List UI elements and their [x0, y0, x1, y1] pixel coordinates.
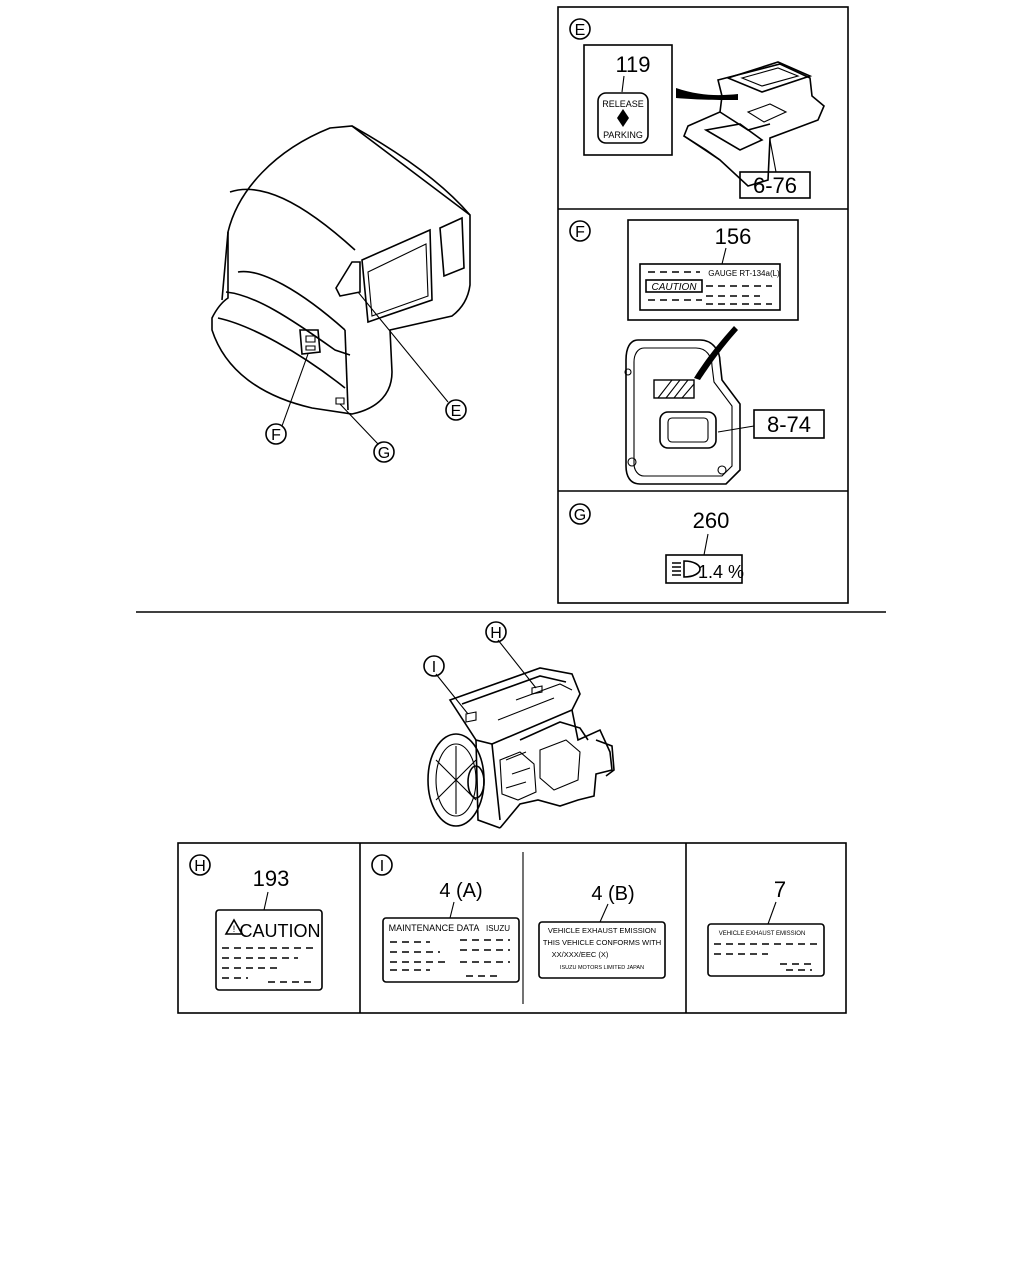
label-caution-f: CAUTION — [652, 282, 698, 293]
label-maintenance: MAINTENANCE DATA — [389, 923, 480, 933]
panel-i: I 4 (A) MAINTENANCE DATA ISUZU 4 (B) VEH… — [371, 854, 666, 983]
callout-f-cab: F — [271, 427, 281, 444]
label-headlamp-pct: 1.4 % — [698, 562, 744, 582]
engine-drawing — [427, 667, 615, 829]
part-4b: 4 (B) — [591, 883, 634, 905]
label-vee-line3: XX/XXX/EEC (X) — [552, 950, 609, 959]
part-7: 7 — [774, 877, 786, 902]
part-193: 193 — [253, 866, 290, 891]
part-119: 119 — [615, 52, 650, 77]
label-vee-line2: THIS VEHICLE CONFORMS WITH — [543, 938, 661, 947]
callout-g-cab: G — [378, 445, 390, 462]
panel-e: E 119 RELEASE PARKING 6-76 — [569, 18, 825, 199]
truck-cab-drawing — [211, 125, 471, 445]
callout-h-engine: H — [490, 625, 502, 642]
label-vee-title: VEHICLE EXHAUST EMISSION — [548, 926, 656, 935]
label-vee-small: VEHICLE EXHAUST EMISSION — [719, 931, 806, 937]
label-vee-line4: ISUZU MOTORS LIMITED JAPAN — [560, 965, 644, 971]
part-4a: 4 (A) — [439, 880, 482, 902]
part-8-74: 8-74 — [767, 412, 811, 437]
panel-g: G 260 1.4 % — [569, 503, 744, 584]
part-260: 260 — [693, 508, 730, 533]
panel-f: F 156 GAUGE RT-134a(L) CAUTION 8-74 — [569, 219, 825, 485]
callout-f: F — [575, 224, 585, 241]
panel-7: 7 VEHICLE EXHAUST EMISSION — [707, 877, 825, 977]
part-6-76: 6-76 — [753, 173, 797, 198]
part-156: 156 — [715, 224, 752, 249]
callout-i-engine: I — [432, 659, 436, 676]
panel-cover-drawing — [624, 339, 741, 485]
callout-e-cab: E — [451, 403, 462, 420]
panel-h: H 193 ! CAUTION — [189, 854, 323, 991]
warning-icon — [224, 918, 244, 935]
label-release: RELEASE — [602, 99, 644, 109]
callout-h: H — [194, 858, 206, 875]
callout-i: I — [380, 858, 384, 875]
svg-text:!: ! — [233, 924, 236, 934]
diamond-icon — [617, 109, 629, 127]
callout-e: E — [575, 22, 586, 39]
label-gauge: GAUGE RT-134a(L) — [708, 269, 780, 278]
console-drawing — [683, 61, 825, 187]
label-parking: PARKING — [603, 130, 643, 140]
headlamp-icon — [672, 560, 701, 578]
label-caution-h: CAUTION — [240, 921, 321, 941]
label-isuzu: ISUZU — [486, 924, 510, 933]
callout-g: G — [574, 507, 586, 524]
